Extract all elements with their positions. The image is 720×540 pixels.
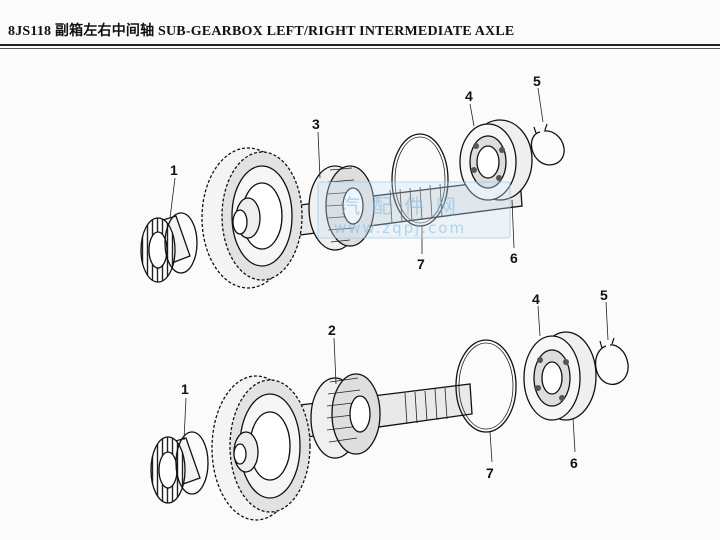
leader-upper-1: [169, 177, 176, 219]
callout-upper-6: 6: [510, 250, 518, 266]
watermark-box: [317, 181, 511, 239]
header-rule: [0, 44, 720, 46]
leader-lower-5: [605, 301, 609, 341]
lower-roller-bearing: [150, 431, 209, 504]
callout-upper-5: 5: [533, 73, 541, 89]
callout-lower-1: 1: [181, 381, 189, 397]
callout-lower-5: 5: [600, 287, 608, 303]
lower-ring: [455, 339, 517, 433]
callout-upper-1: 1: [170, 162, 178, 178]
upper-ring-inner: [394, 136, 446, 224]
leader-lower-4: [537, 305, 541, 337]
leader-lower-7: [489, 431, 493, 463]
upper-assembly: 1 3 4 5 7 6: [140, 73, 565, 289]
upper-snap-ring: [530, 130, 565, 166]
watermark: 汽配件网 www.zqpj.com: [317, 181, 511, 239]
leader-upper-5: [537, 87, 544, 123]
header-rule-thin: [0, 48, 720, 49]
callout-lower-7: 7: [486, 465, 494, 481]
page-title: 8JS118 副箱左右中间轴 SUB-GEARBOX LEFT/RIGHT IN…: [8, 24, 515, 39]
callout-upper-7: 7: [417, 256, 425, 272]
leader-upper-6: [511, 199, 515, 249]
callout-upper-4: 4: [465, 88, 473, 104]
lower-snap-ring: [595, 344, 629, 385]
watermark-url: www.zqpj.com: [334, 219, 466, 237]
callout-lower-4: 4: [532, 291, 540, 307]
upper-small-gear: [308, 165, 375, 251]
callout-lower-6: 6: [570, 455, 578, 471]
callout-upper-3: 3: [312, 116, 320, 132]
leader-lower-6: [572, 417, 576, 453]
upper-large-gear: [201, 147, 303, 289]
lower-assembly: 1 2 4 5 7 6: [150, 287, 629, 521]
callout-lower-2: 2: [328, 322, 336, 338]
leader-lower-2: [333, 337, 337, 385]
lower-ring-inner: [458, 342, 514, 430]
upper-ring: [391, 133, 449, 227]
upper-roller-bearing: [140, 212, 198, 283]
watermark-cn: 汽配件网: [340, 194, 468, 218]
leader-lower-1: [183, 397, 187, 441]
lower-large-gear: [211, 375, 311, 521]
upper-ball-bearing: [459, 119, 533, 201]
lower-ball-bearing: [523, 331, 597, 421]
lower-small-gear: [310, 373, 381, 459]
leader-upper-3: [317, 131, 321, 179]
leader-upper-4: [469, 103, 475, 127]
